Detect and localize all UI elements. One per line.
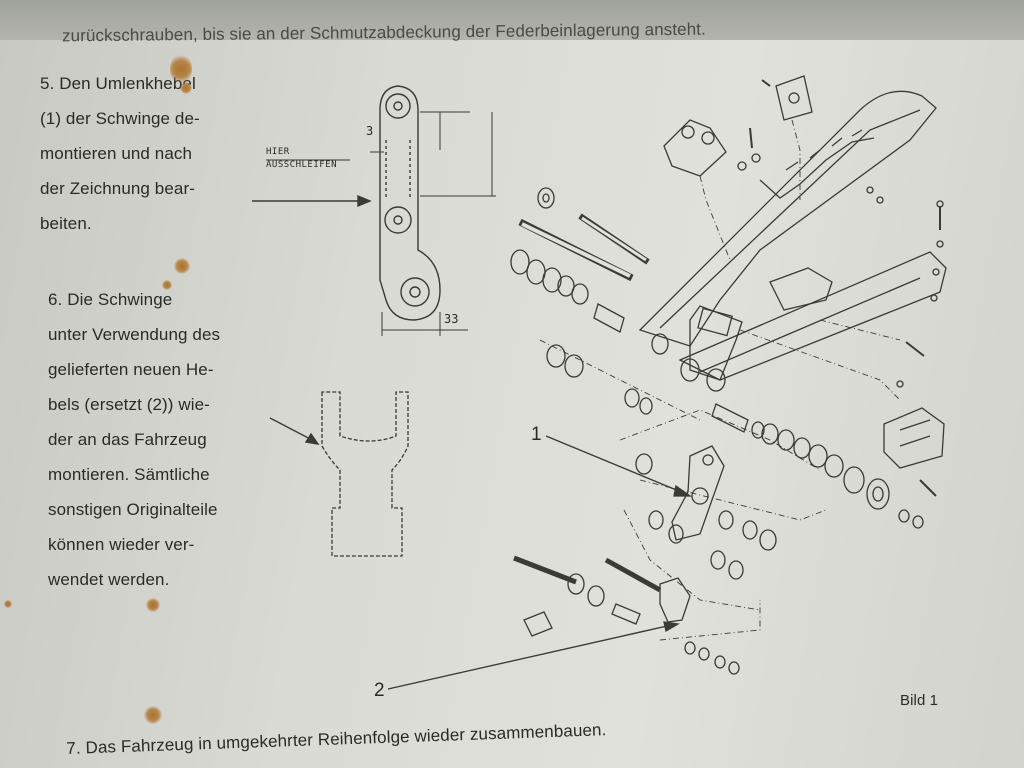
callout-2: 2 bbox=[374, 680, 385, 701]
step-6-line: montieren. Sämtliche bbox=[48, 465, 210, 484]
pointer-arrow-step5 bbox=[252, 194, 372, 208]
dimension-33: 33 bbox=[444, 312, 459, 326]
note-hier-ausschleifen: HIER AUSSCHLEIFEN bbox=[266, 146, 337, 172]
step-5-line: 5. Den Umlenkhebel bbox=[40, 74, 196, 93]
note-ausschleifen: AUSSCHLEIFEN bbox=[266, 160, 338, 170]
step-6-line: sonstigen Originalteile bbox=[48, 500, 218, 519]
swingarm-exploded-view bbox=[387, 75, 947, 690]
step-6-line: der an das Fahrzeug bbox=[48, 430, 207, 449]
rust-stain bbox=[4, 600, 12, 608]
figure-caption: Bild 1 bbox=[900, 692, 939, 709]
rust-stain bbox=[180, 82, 192, 94]
step-5-text: 5. Den Umlenkhebel (1) der Schwinge de- … bbox=[40, 66, 200, 241]
note-hier: HIER bbox=[266, 147, 290, 157]
step-6-line: bels (ersetzt (2)) wie- bbox=[48, 395, 210, 414]
rust-stain bbox=[174, 258, 190, 274]
step-5-line: (1) der Schwinge de- bbox=[40, 109, 200, 128]
step-6-line: unter Verwendung des bbox=[48, 325, 221, 344]
step-5-line: montieren und nach bbox=[40, 144, 193, 163]
rust-stain bbox=[144, 706, 162, 724]
step-6-line: 6. Die Schwinge bbox=[48, 290, 173, 309]
dimension-3: 3 bbox=[366, 124, 374, 138]
step-6-line: können wieder ver- bbox=[48, 535, 195, 554]
step-6-text: 6. Die Schwinge unter Verwendung des gel… bbox=[48, 282, 220, 597]
step-5-line: beiten. bbox=[40, 214, 92, 233]
step-6-line: gelieferten neuen He- bbox=[48, 360, 214, 379]
step-5-line: der Zeichnung bear- bbox=[40, 179, 195, 198]
callout-1: 1 bbox=[531, 424, 542, 445]
step-6-line: wendet werden. bbox=[48, 570, 170, 589]
lever-sketch bbox=[266, 85, 496, 336]
paper-sheet bbox=[0, 36, 1024, 768]
page-top-shadow bbox=[0, 0, 1024, 40]
rust-stain bbox=[170, 54, 192, 84]
fork-sketch bbox=[321, 391, 409, 557]
pointer-arrow-step6 bbox=[269, 417, 320, 445]
rust-stain bbox=[162, 280, 172, 290]
rust-stain bbox=[146, 598, 160, 612]
